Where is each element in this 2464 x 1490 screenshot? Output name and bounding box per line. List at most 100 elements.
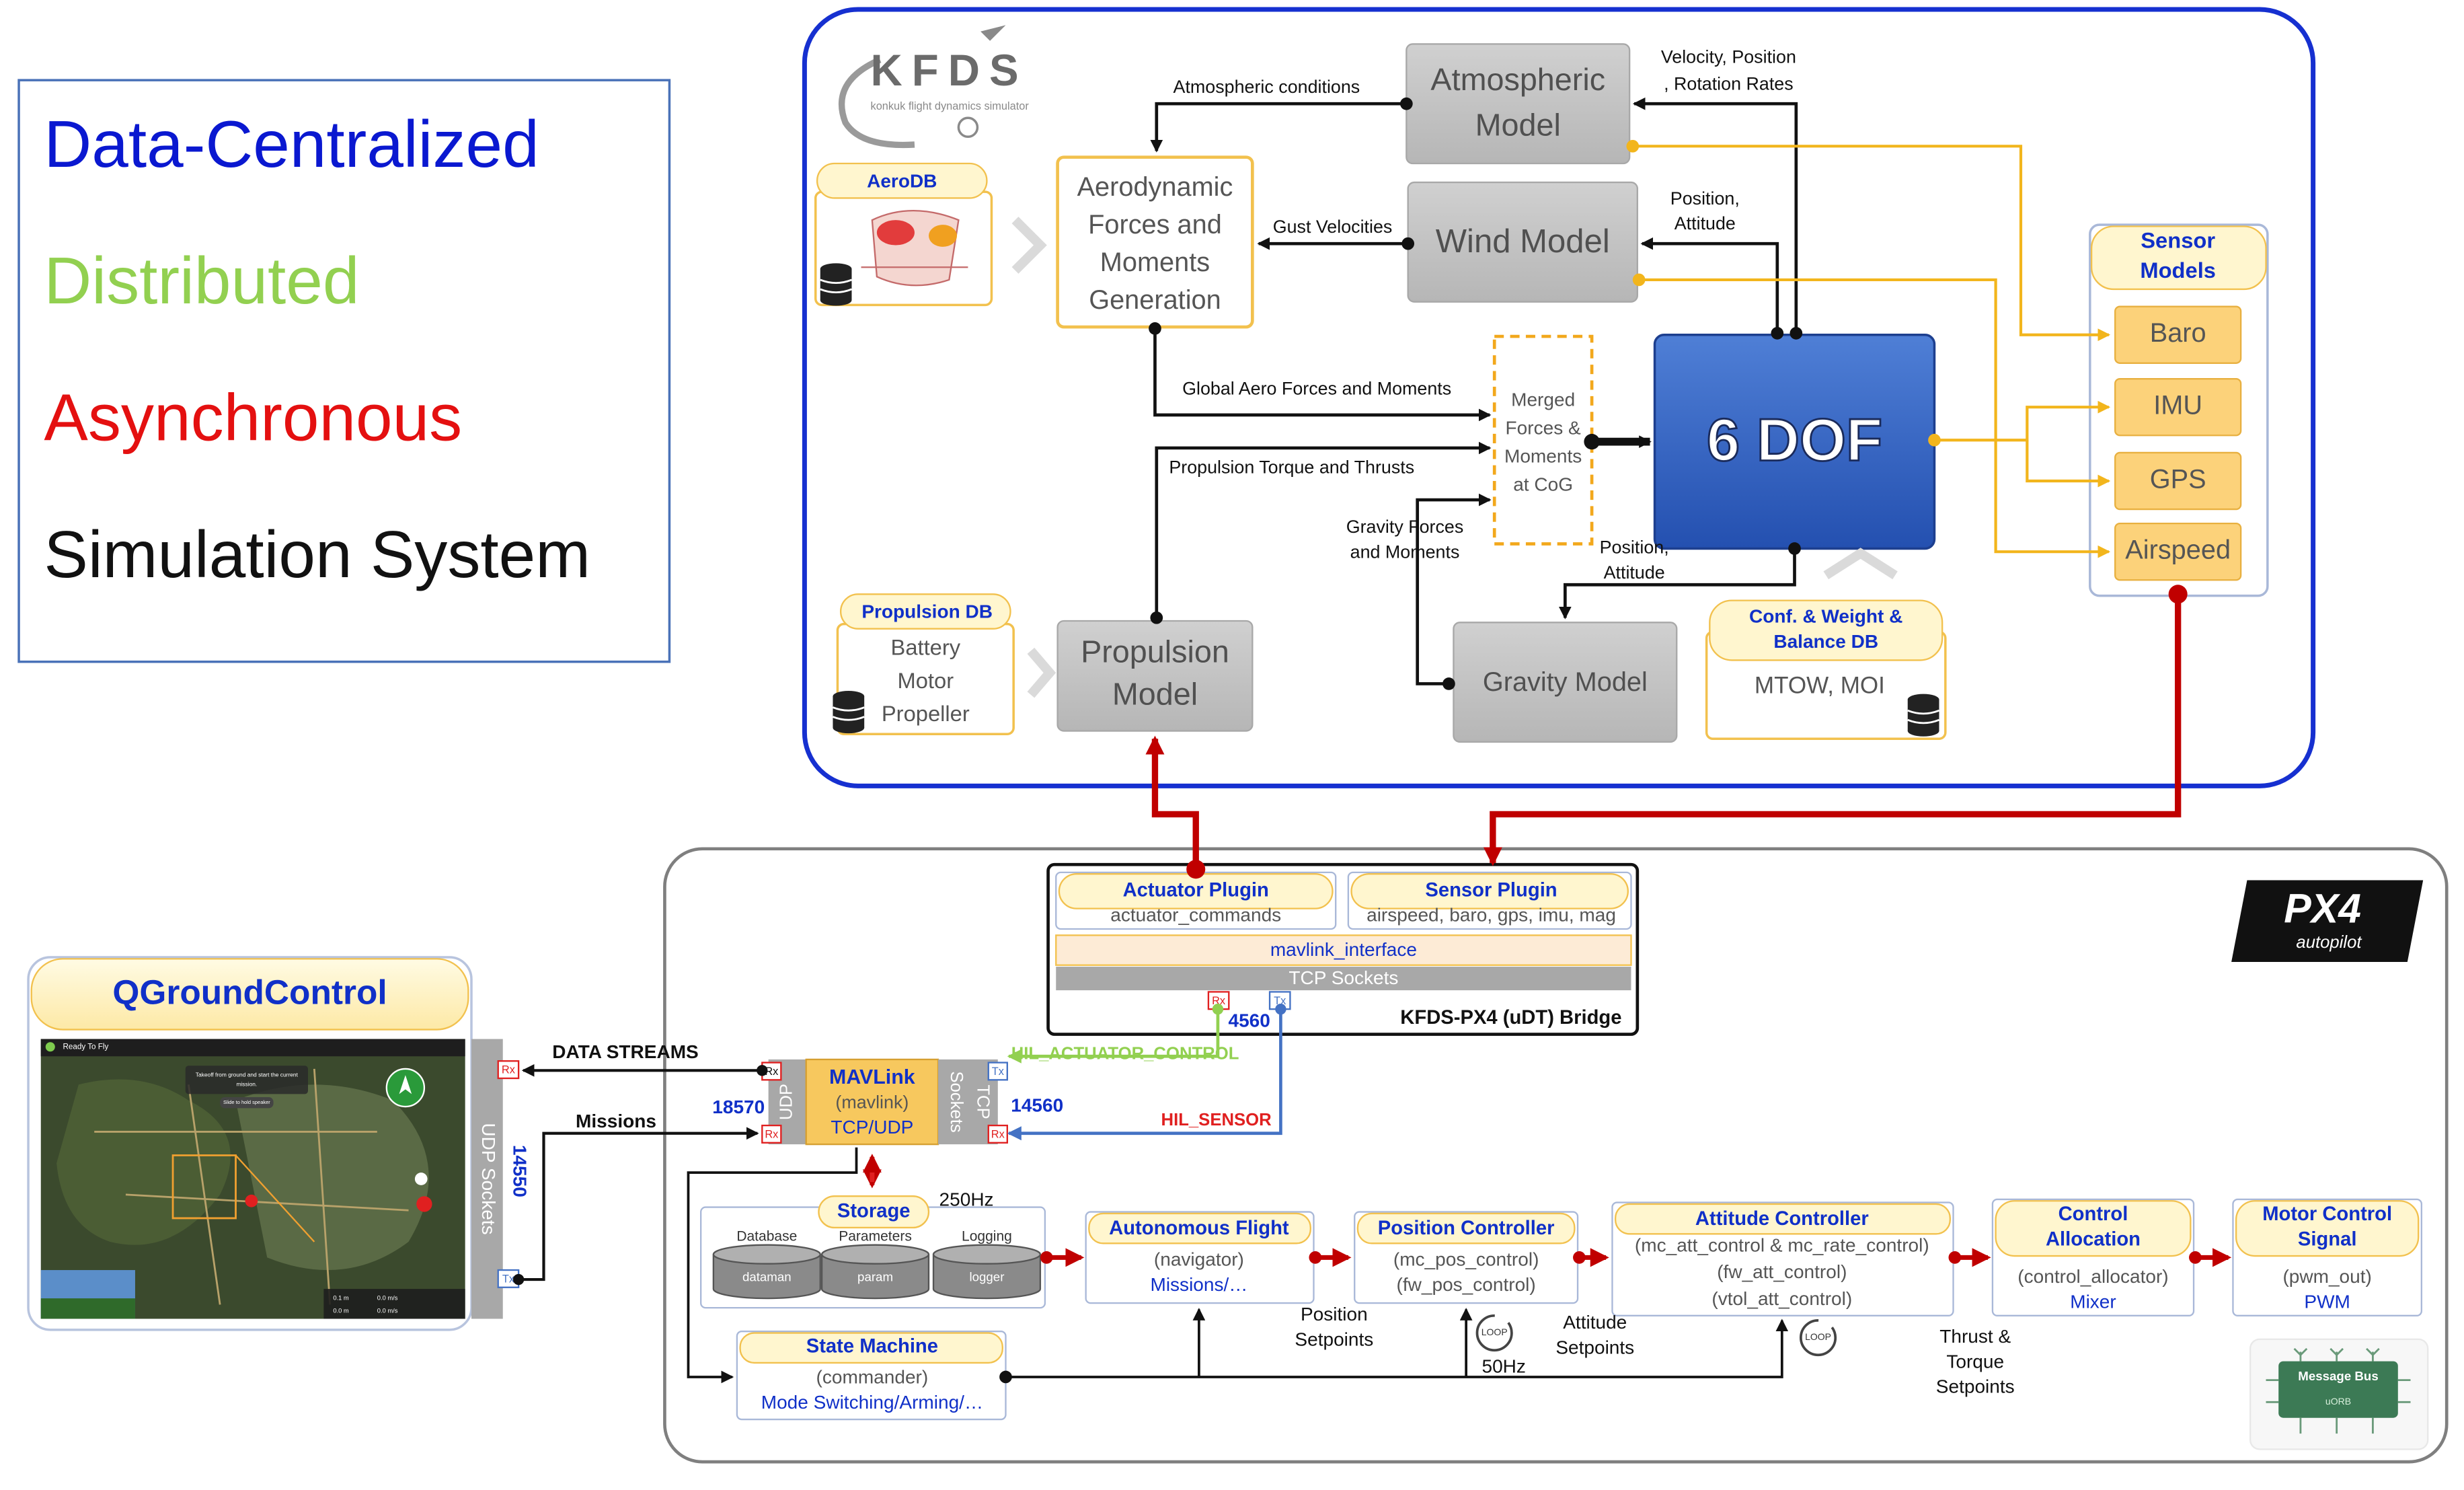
atmospheric-model-box: Atmospheric Model (1406, 43, 1631, 165)
qgc-tx: Tx (502, 1273, 514, 1285)
sensor-box-airspeed (2114, 522, 2242, 581)
qgc-readout-4: 0.0 m/s (377, 1307, 398, 1314)
attitude-title: Attitude Controller (1695, 1208, 1869, 1230)
aero-forces-line-3: Moments (1100, 248, 1210, 277)
sensor-list-label: airspeed, baro, gps, imu, mag (1366, 905, 1616, 926)
position-sub-1: (mc_pos_control) (1393, 1249, 1539, 1269)
merged-line-4: at CoG (1513, 474, 1573, 494)
mavlink-right-tx: Tx (992, 1066, 1004, 1078)
storage-item-2: Logging (962, 1229, 1012, 1244)
hil-sensor-label: HIL_SENSOR (1161, 1111, 1272, 1129)
attitude-controller-box: Attitude Controller (mc_att_control & mc… (1611, 1201, 1954, 1316)
qgc-readout-3: 0.0 m (333, 1307, 349, 1314)
qgc-port: 14550 (510, 1145, 531, 1197)
bridge-tx: Tx (1274, 995, 1286, 1007)
propulsion-db-label: Propulsion DB (861, 601, 993, 622)
qgc-map-screenshot: Ready To Fly Takeoff from ground and sta… (40, 1039, 465, 1319)
six-dof-box: 6 DOF (1653, 333, 1936, 550)
attitude-sub-2: (fw_att_control) (1717, 1261, 1847, 1282)
storage-cylinder-0 (712, 1254, 821, 1300)
storage-cylinders: DatabasedatamanParametersparamLogginglog… (712, 1229, 1042, 1300)
storage-cylinder-2 (932, 1254, 1042, 1300)
storage-cylinder-top-1 (820, 1244, 930, 1265)
sensor-box-gps (2114, 451, 2242, 511)
storage-sub-1: param (857, 1270, 893, 1284)
aero-forces-line-4: Generation (1089, 285, 1221, 315)
control-alloc-title-2: Allocation (2046, 1228, 2141, 1250)
mavlink-sub: (mavlink) (835, 1092, 909, 1112)
sensor-models-title-2: Models (2140, 258, 2216, 283)
qgc-readout-2: 0.0 m/s (377, 1295, 398, 1302)
database-icon (1907, 694, 1940, 737)
sensor-plugin-label: Sensor Plugin (1425, 880, 1557, 901)
mavlink-left-rx-bottom: Rx (765, 1128, 778, 1140)
qgc-rx: Rx (502, 1064, 515, 1076)
bridge-title: KFDS-PX4 (uDT) Bridge (1400, 1007, 1621, 1029)
gravity-model-label: Gravity Model (1483, 667, 1648, 697)
kfds-yellow-dots (1626, 139, 1941, 447)
state-sub-2: Mode Switching/Arming/… (761, 1392, 983, 1413)
actuator-commands-label: actuator_commands (1110, 905, 1281, 926)
atmospheric-model-line-2: Model (1475, 108, 1561, 143)
qgc-udp-sockets: UDP Sockets (478, 1123, 499, 1234)
propulsion-item-battery: Battery (891, 635, 961, 660)
aero-forces-line-2: Forces and (1088, 210, 1222, 239)
propulsion-db-card: Propulsion DB Battery Motor Propeller (832, 593, 1056, 735)
autonomous-flight-box: Autonomous Flight (navigator) Missions/… (1085, 1211, 1315, 1304)
position-sub-2: (fw_pos_control) (1397, 1274, 1536, 1295)
position-setpoints-2: Setpoints (1295, 1329, 1373, 1350)
wind-model-label: Wind Model (1436, 223, 1610, 260)
px4-panel: PX4 autopilot Actuator Plugin actuator_c… (663, 847, 2449, 1464)
position-title: Position Controller (1378, 1218, 1555, 1239)
px4-logo-text: PX4 (2284, 885, 2361, 931)
control-allocation-box: Control Allocation (control_allocator) M… (1991, 1198, 2195, 1316)
legend-data-centralized: Data-Centralized (44, 107, 539, 181)
storage-cylinder-top-2 (932, 1244, 1042, 1265)
mavlink-block: UDP MAVLink (mavlink) TCP/UDP TCP Socket… (712, 1058, 1063, 1146)
bridge-rx: Rx (1212, 995, 1225, 1007)
qgc-readout-1: 0.1 m (333, 1295, 349, 1302)
sensor-label-airspeed: Airspeed (2125, 535, 2231, 565)
legend-asynchronous: Asynchronous (44, 380, 462, 454)
attitude-setpoints-2: Setpoints (1555, 1337, 1634, 1357)
sensor-box-baro (2114, 305, 2242, 364)
legend-simulation-system: Simulation System (44, 517, 590, 591)
mavlink-port-left: 18570 (712, 1096, 765, 1117)
attitude-sub-1: (mc_att_control & mc_rate_control) (1635, 1234, 1929, 1255)
mavlink-sockets-label: Sockets (947, 1071, 966, 1132)
kfds-yellow-connectors (1632, 145, 2111, 558)
propulsion-item-propeller: Propeller (882, 701, 970, 726)
attitude-setpoints-1: Attitude (1563, 1312, 1627, 1333)
position-setpoints-1: Position (1301, 1304, 1368, 1325)
mavlink-udp-label: UDP (777, 1084, 796, 1120)
mavlink-interface-label: mavlink_interface (1270, 939, 1417, 960)
control-alloc-title-1: Control (2058, 1203, 2128, 1225)
six-dof-label: 6 DOF (1707, 407, 1882, 474)
thrust-setpoints-3: Setpoints (1936, 1376, 2015, 1397)
control-alloc-sub-1: (control_allocator) (2017, 1266, 2168, 1287)
sensor-label-imu: IMU (2153, 391, 2202, 420)
async-links (1145, 594, 2182, 870)
thrust-setpoints-2: Torque (1946, 1351, 2004, 1372)
autonomous-sub-2: Missions/… (1150, 1274, 1247, 1295)
loop-icon: LOOP (1475, 1314, 1513, 1352)
label-global-aero: Global Aero Forces and Moments (1182, 379, 1451, 399)
storage-rate: 250Hz (939, 1189, 994, 1210)
motor-sub-2: PWM (2304, 1292, 2350, 1312)
state-machine-bus (687, 1147, 1789, 1384)
qgc-hint-button[interactable]: Slide to hold speaker (223, 1099, 270, 1105)
sensor-label-gps: GPS (2150, 465, 2206, 494)
storage-sub-2: logger (969, 1270, 1004, 1284)
label-gravity-2: and Moments (1350, 542, 1460, 562)
legend-distributed: Distributed (44, 244, 359, 318)
motor-control-box: Motor Control Signal (pwm_out) PWM (2232, 1198, 2423, 1316)
propulsion-model-line-2: Model (1112, 677, 1198, 712)
aerodb-card: AeroDB (814, 162, 1047, 307)
propulsion-model-line-1: Propulsion (1081, 634, 1229, 669)
autonomous-title: Autonomous Flight (1109, 1218, 1289, 1239)
database-icon (820, 263, 853, 306)
motor-title-2: Signal (2298, 1228, 2357, 1250)
